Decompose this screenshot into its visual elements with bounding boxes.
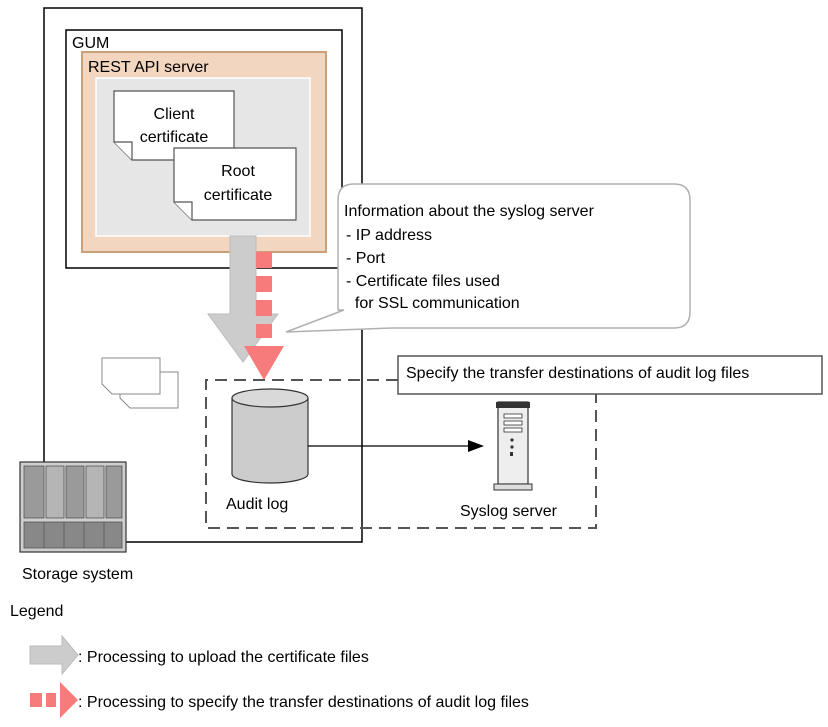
uploaded-file-front (101, 357, 161, 395)
legend-transfer-arrow (30, 682, 78, 718)
client-certificate-line1: Client (154, 106, 195, 123)
callout-item-cert-files: - Certificate files used (346, 273, 500, 290)
rest-api-server-label: REST API server (88, 59, 209, 76)
root-certificate-line1: Root (221, 163, 255, 180)
syslog-server-label: Syslog server (460, 503, 558, 520)
syslog-info-callout (285, 183, 691, 333)
audit-log-label: Audit log (226, 496, 288, 513)
transfer-line-head (468, 440, 484, 452)
root-certificate-fold (174, 201, 193, 220)
transfer-box-label: Specify the transfer destinations of aud… (406, 365, 749, 382)
storage-system-icon (19, 461, 127, 553)
audit-log-icon (231, 388, 309, 484)
legend-upload-label: : Processing to upload the certificate f… (78, 649, 369, 666)
gum-label: GUM (72, 35, 109, 52)
legend-transfer-label: : Processing to specify the transfer des… (78, 694, 529, 711)
callout-title: Information about the syslog server (344, 203, 595, 220)
root-certificate-line2: certificate (204, 187, 273, 204)
storage-system-label: Storage system (22, 566, 133, 583)
transfer-box-label-frame (397, 355, 823, 395)
callout-item-port: - Port (346, 250, 386, 267)
legend-upload-arrow (29, 634, 79, 676)
client-certificate-line2: certificate (140, 129, 209, 146)
legend-title: Legend (10, 603, 63, 620)
callout-item-ip: - IP address (346, 227, 432, 244)
callout-item-ssl: for SSL communication (346, 295, 520, 312)
transfer-arrow (244, 252, 284, 380)
client-certificate-fold (114, 141, 133, 160)
root-certificate-icon (173, 147, 297, 221)
syslog-server-icon (493, 401, 533, 491)
